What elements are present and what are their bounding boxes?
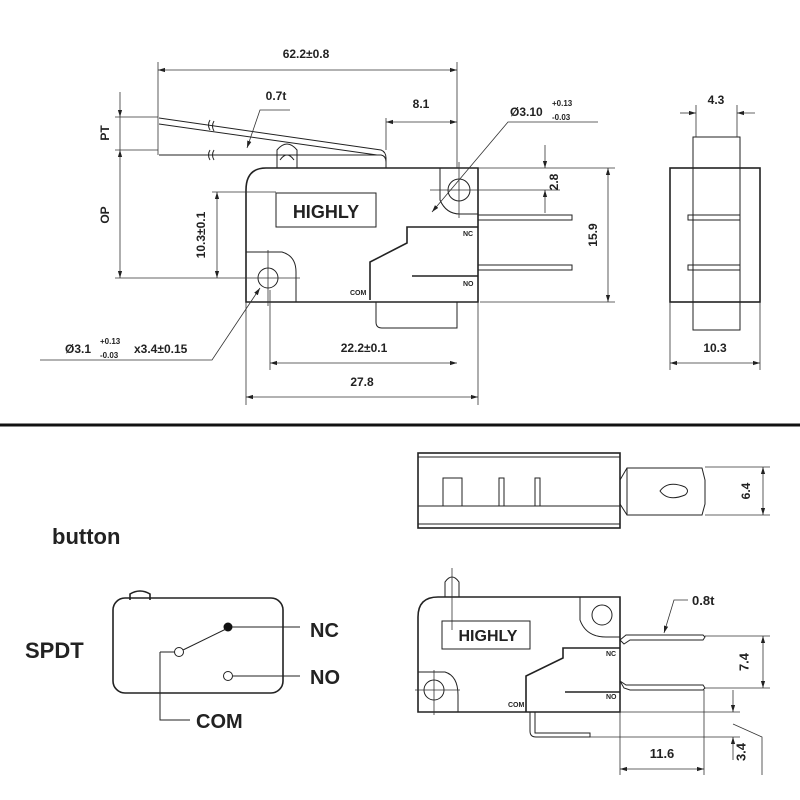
dim-hole-offset: 2.8: [547, 173, 561, 190]
dim-bottom-hole-tol-minus: -0.03: [100, 351, 119, 360]
nc-label: NC: [463, 231, 473, 238]
dim-bottom-hole-diameter: Ø3.1: [65, 342, 91, 356]
dim-bottom-hole-depth: x3.4±0.15: [134, 342, 188, 356]
dim-terminal-thickness: 0.8t: [692, 593, 715, 608]
bottom-no-label: NO: [606, 694, 617, 701]
spdt-schematic: SPDT NC NO COM: [25, 590, 340, 733]
dim-hole-height: 10.3±0.1: [194, 211, 208, 258]
dim-body-length: 27.8: [350, 375, 374, 389]
bottom-com-label: COM: [508, 702, 525, 709]
op-label: OP: [98, 206, 112, 223]
dim-top-hole-tol-plus: +0.13: [552, 99, 573, 108]
side-view-dimensions: 62.2±0.8 0.7t 8.1 Ø3.10 +0.13 -0.03 PT O…: [40, 47, 615, 405]
dim-overall-length: 62.2±0.8: [283, 47, 330, 61]
pt-label: PT: [98, 125, 112, 141]
schematic-nc-label: NC: [310, 620, 339, 642]
dim-terminal-pitch: 7.4: [736, 652, 751, 671]
brand-label: HIGHLY: [293, 202, 359, 222]
button-label: button: [52, 524, 120, 549]
dim-lever-offset: 8.1: [413, 97, 430, 111]
end-view: 4.3 10.3: [669, 93, 761, 370]
dim-com-offset: 3.4: [733, 742, 748, 761]
dim-lever-thickness: 0.7t: [266, 89, 287, 103]
dim-end-width: 4.3: [708, 93, 725, 107]
schematic-no-label: NO: [310, 667, 340, 689]
com-label: COM: [350, 290, 367, 297]
dim-terminal-width: 6.4: [739, 482, 753, 499]
top-view: 6.4: [417, 452, 770, 529]
schematic-com-label: COM: [196, 711, 243, 733]
spdt-label: SPDT: [25, 638, 84, 663]
dim-bottom-hole-tol-plus: +0.13: [100, 337, 121, 346]
dim-hole-spacing: 22.2±0.1: [341, 341, 388, 355]
dim-top-hole-tol-minus: -0.03: [552, 113, 571, 122]
side-view-lever: HIGHLY NC NO COM: [158, 117, 573, 329]
nc-contact-dot: [223, 622, 233, 632]
bottom-nc-label: NC: [606, 651, 616, 658]
dim-end-depth: 10.3: [703, 341, 727, 355]
dim-body-height: 15.9: [586, 223, 600, 247]
no-label: NO: [463, 281, 474, 288]
dim-top-hole-diameter: Ø3.10: [510, 105, 543, 119]
dim-terminal-length: 11.6: [650, 746, 675, 761]
bottom-brand-label: HIGHLY: [459, 628, 518, 645]
bottom-side-view: HIGHLY NC NO COM 0.8t 7.4 3.4 11.6: [415, 568, 770, 775]
